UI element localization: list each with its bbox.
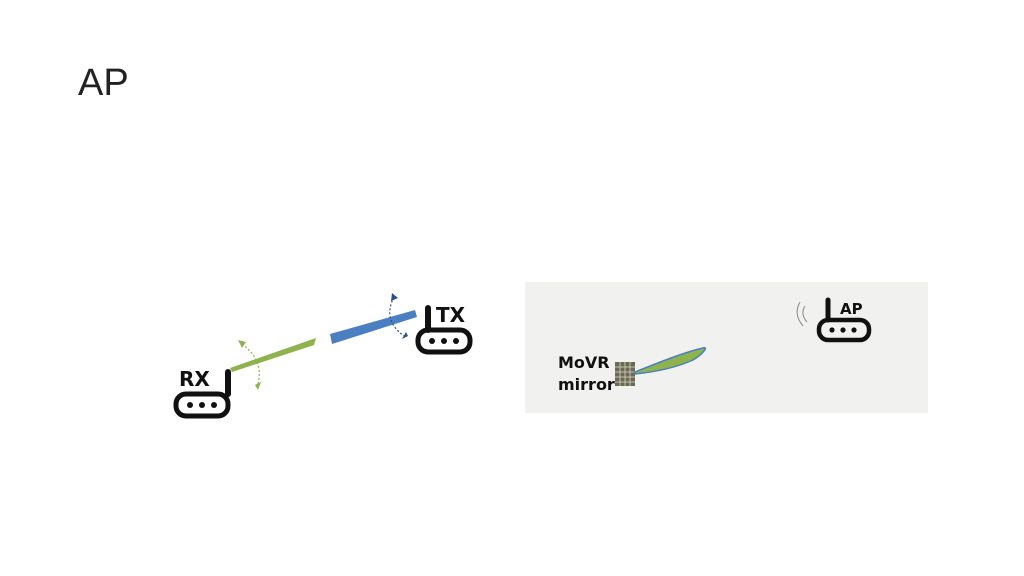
signal-waves-icon [796, 301, 808, 327]
tx-router-icon [415, 305, 473, 355]
rx-beam [230, 338, 316, 372]
mirror-beam [634, 346, 707, 375]
rx-steer-arrow-icon [238, 340, 261, 390]
rx-label: RX [179, 367, 210, 391]
tx-beam [330, 310, 417, 344]
rx-tx-beam-diagram: RX TX [173, 293, 473, 419]
tx-label: TX [436, 303, 466, 327]
ap-label: AP [840, 300, 863, 318]
mirror-label-line1: MoVR [558, 353, 610, 372]
slide-title: AP [78, 62, 129, 104]
mirror-grid-icon [615, 362, 635, 386]
ap-router-icon [816, 297, 872, 343]
tx-steer-arrow-icon [389, 293, 408, 339]
mirror-label-line2: mirror [558, 375, 615, 394]
movr-mirror-diagram: MoVR mirror AP [525, 282, 928, 413]
rx-router-icon [173, 369, 231, 419]
